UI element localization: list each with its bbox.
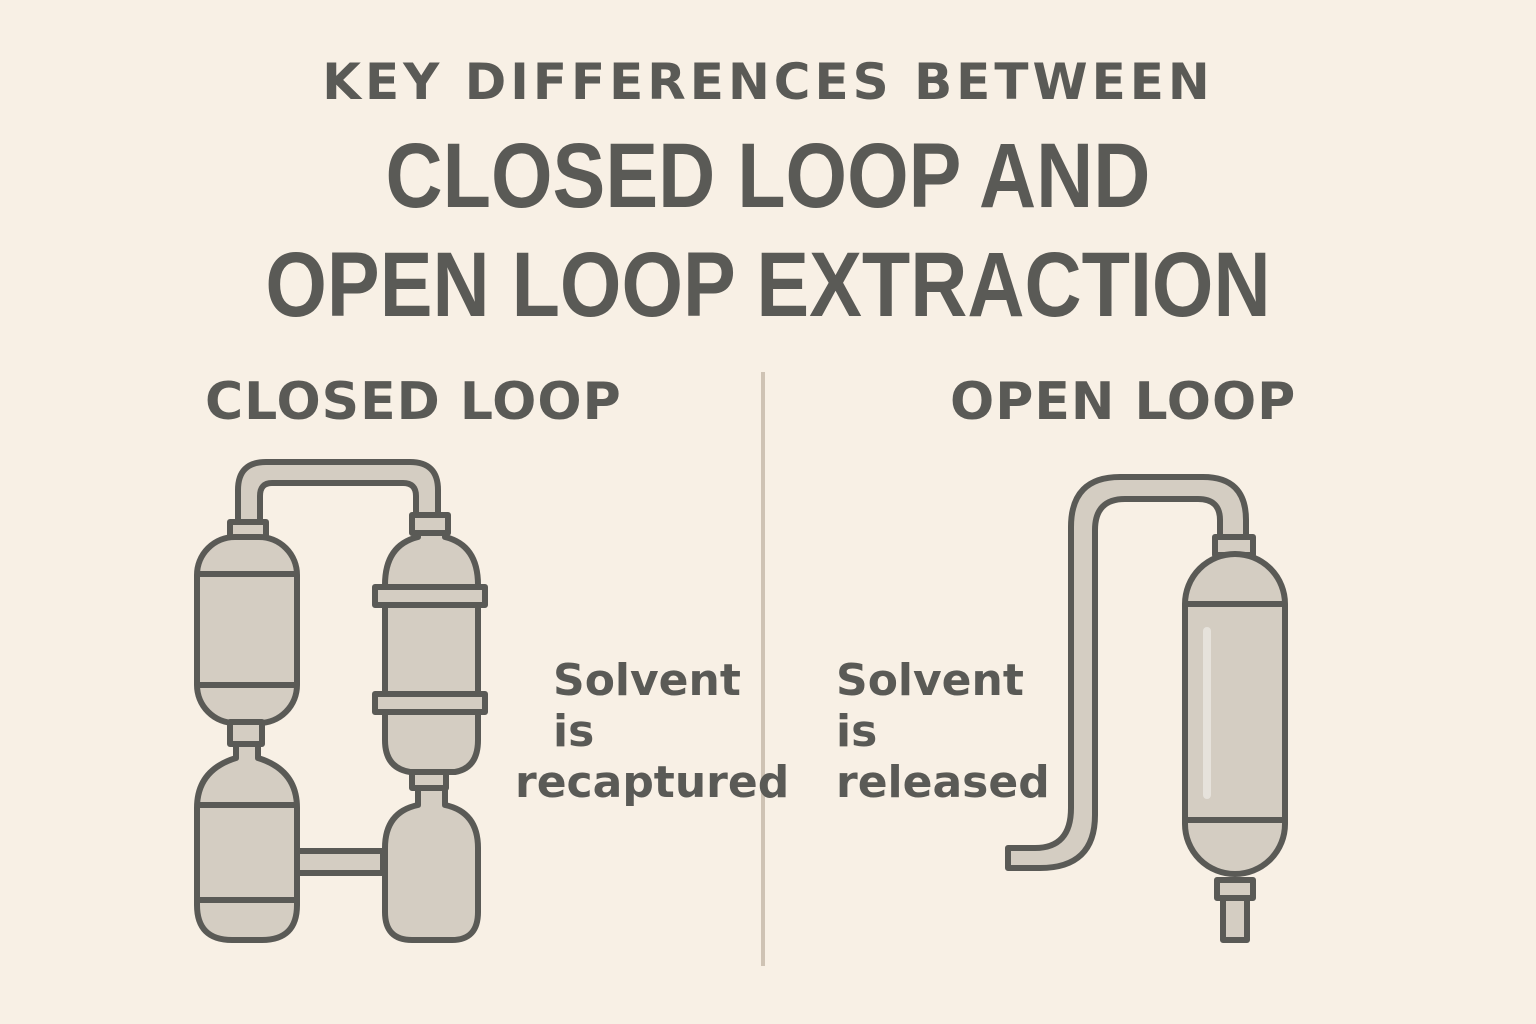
title-line-2: OPEN LOOP EXTRACTION — [265, 234, 1271, 336]
subtitle: KEY DIFFERENCES BETWEEN — [322, 53, 1214, 111]
open-loop-caption: Solvent is released — [836, 655, 1050, 808]
caption-line: released — [836, 757, 1050, 808]
divider — [761, 372, 765, 966]
caption-line: recaptured — [515, 757, 790, 808]
caption-line: is — [836, 706, 878, 757]
caption-line: is — [553, 706, 595, 757]
sight-glass-highlight — [1203, 627, 1211, 799]
caption-line: Solvent — [553, 655, 741, 706]
closed-loop-caption: Solvent is recaptured — [515, 655, 789, 808]
closed-loop-heading: CLOSED LOOP — [205, 372, 622, 432]
title-line-1: CLOSED LOOP AND — [385, 125, 1151, 227]
caption-line: Solvent — [836, 655, 1024, 706]
open-loop-heading: OPEN LOOP — [950, 372, 1297, 432]
